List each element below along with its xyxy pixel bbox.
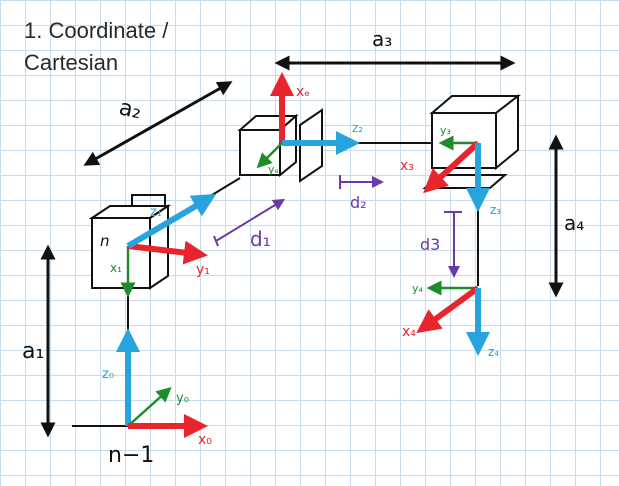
y1-label: y₁ <box>196 262 210 278</box>
z0-label: z₀ <box>102 367 114 382</box>
y0-label: y₀ <box>176 391 189 406</box>
y1-axis-arrow <box>127 240 208 265</box>
a2-dimension-arrow <box>83 81 233 166</box>
x3-label: x₃ <box>400 158 414 174</box>
x4-label: x₄ <box>402 324 416 340</box>
d3-label: d3 <box>420 235 440 254</box>
x1-label: x₁ <box>110 261 122 275</box>
title-line-1: 1. Coordinate / <box>24 18 169 43</box>
xe-label: xₑ <box>296 84 310 100</box>
title-line-2: Cartesian <box>24 50 119 75</box>
dimension-arrows <box>40 55 564 438</box>
frame-3-axes <box>423 135 490 212</box>
z1-label: z₁ <box>150 205 162 220</box>
x3-axis-arrow <box>423 140 481 194</box>
ze-label: z₂ <box>352 121 363 135</box>
frame-1-axes <box>120 193 217 298</box>
y3-label: y₃ <box>440 124 451 137</box>
x0-label: x₀ <box>198 432 212 448</box>
d1-offset-arrow <box>215 198 286 242</box>
joint-n-minus-1-label: n−1 <box>108 443 154 468</box>
a2-label: a₂ <box>117 95 144 124</box>
a3-label: a₃ <box>372 27 392 51</box>
z1-axis-arrow <box>126 193 217 249</box>
joint-n-label: n <box>100 232 110 250</box>
z3-label: z₃ <box>490 203 501 217</box>
d2-label: d₂ <box>350 193 367 212</box>
z4-label: z₄ <box>488 345 499 359</box>
offset-arrows <box>213 175 462 278</box>
ye-label: yₑ <box>268 163 279 176</box>
frame-2-axes <box>256 72 360 169</box>
frame-0-axes <box>116 328 208 438</box>
y4-label: y₄ <box>412 282 424 295</box>
ye-axis-arrow <box>256 142 283 169</box>
diagram-labels: a₁ a₂ a₃ a₄ d₁ d₂ d3 n n−1 x₀ y₀ z₀ x₁ y… <box>22 27 584 468</box>
d1-label: d₁ <box>250 227 271 251</box>
a4-label: a₄ <box>564 211 584 235</box>
y0-axis-arrow <box>127 386 172 427</box>
frame-4-axes <box>416 280 490 356</box>
a1-label: a₁ <box>22 339 44 364</box>
x4-axis-arrow <box>416 285 480 334</box>
